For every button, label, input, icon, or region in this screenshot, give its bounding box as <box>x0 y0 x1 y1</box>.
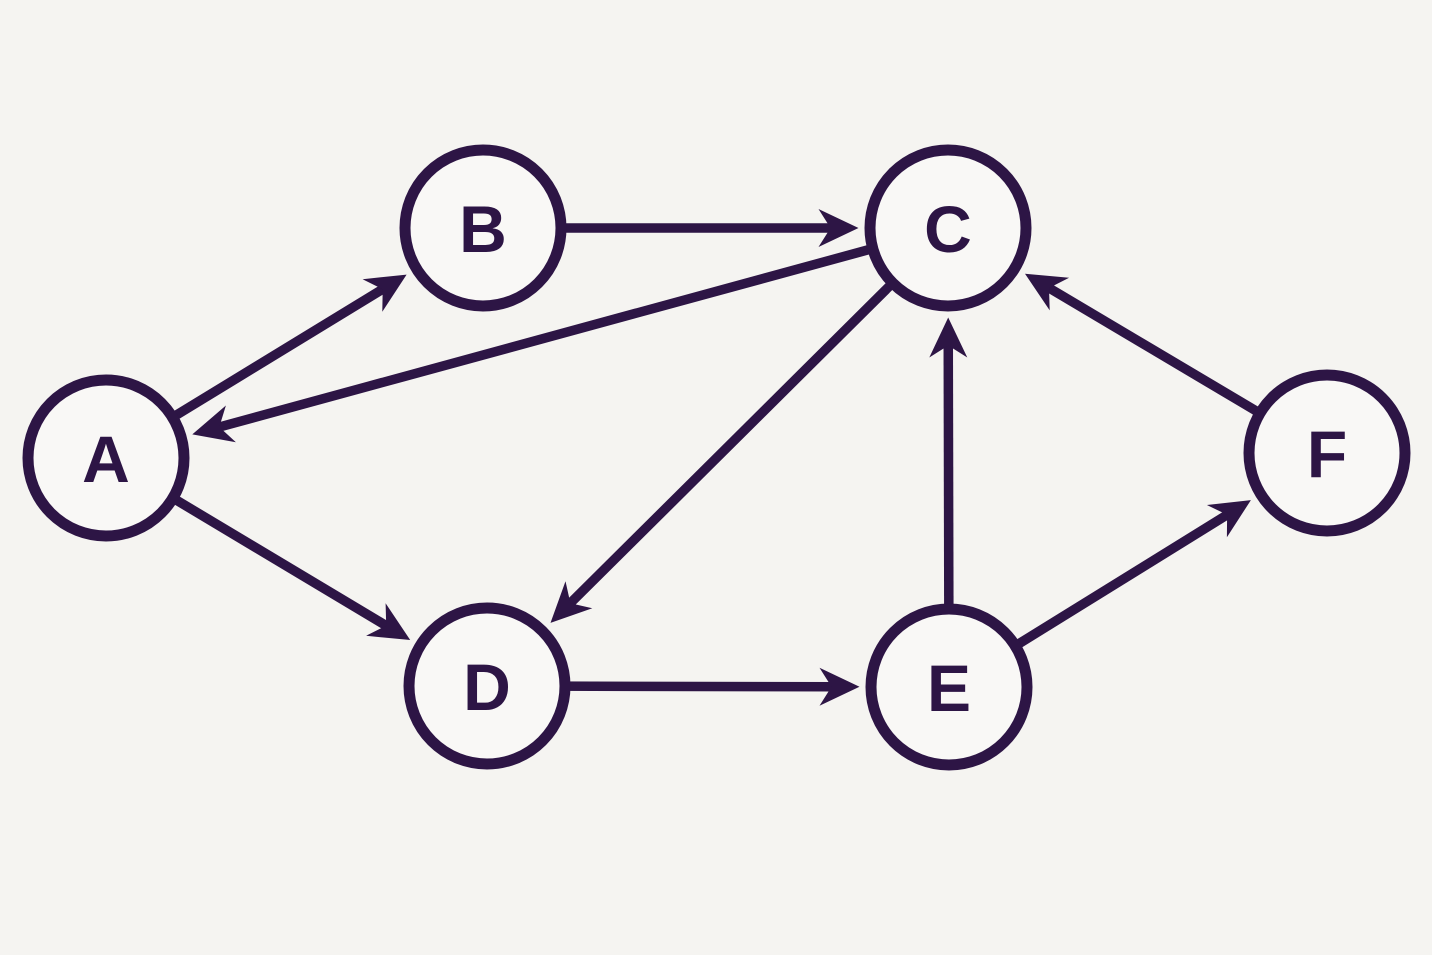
node-D: D <box>403 602 571 770</box>
arrowhead-icon-C-A <box>192 405 236 443</box>
node-circle-E <box>865 603 1033 771</box>
node-circle-F <box>1243 369 1411 537</box>
edge-C-D <box>564 224 952 609</box>
arrowhead-icon-A-B <box>362 274 407 312</box>
node-label-B: B <box>459 192 507 266</box>
node-label-E: E <box>927 651 971 725</box>
arrowhead-icon-A-D <box>366 603 411 640</box>
node-label-C: C <box>924 192 972 266</box>
arrowhead-icon-D-E <box>819 667 860 706</box>
node-F: F <box>1243 369 1411 537</box>
node-layer: A B C D E F <box>22 144 1411 771</box>
edge-C-A <box>215 223 950 433</box>
node-A: A <box>22 374 190 542</box>
node-E: E <box>865 603 1033 771</box>
node-C: C <box>864 144 1032 312</box>
node-circle-D <box>403 602 571 770</box>
arrowhead-icon-F-C <box>1025 273 1070 311</box>
node-circle-A <box>22 374 190 542</box>
node-B: B <box>399 144 567 312</box>
arrowhead-layer <box>192 209 1251 706</box>
arrowhead-icon-E-C <box>929 317 968 358</box>
node-label-D: D <box>463 650 511 724</box>
node-label-A: A <box>82 422 130 496</box>
arrowhead-icon-C-D <box>550 581 593 623</box>
node-circle-B <box>399 144 567 312</box>
arrowhead-icon-E-F <box>1206 500 1251 538</box>
node-circle-C <box>864 144 1032 312</box>
arrowhead-icon-B-C <box>818 209 859 247</box>
node-label-F: F <box>1307 417 1347 491</box>
edge-layer <box>103 223 1330 692</box>
